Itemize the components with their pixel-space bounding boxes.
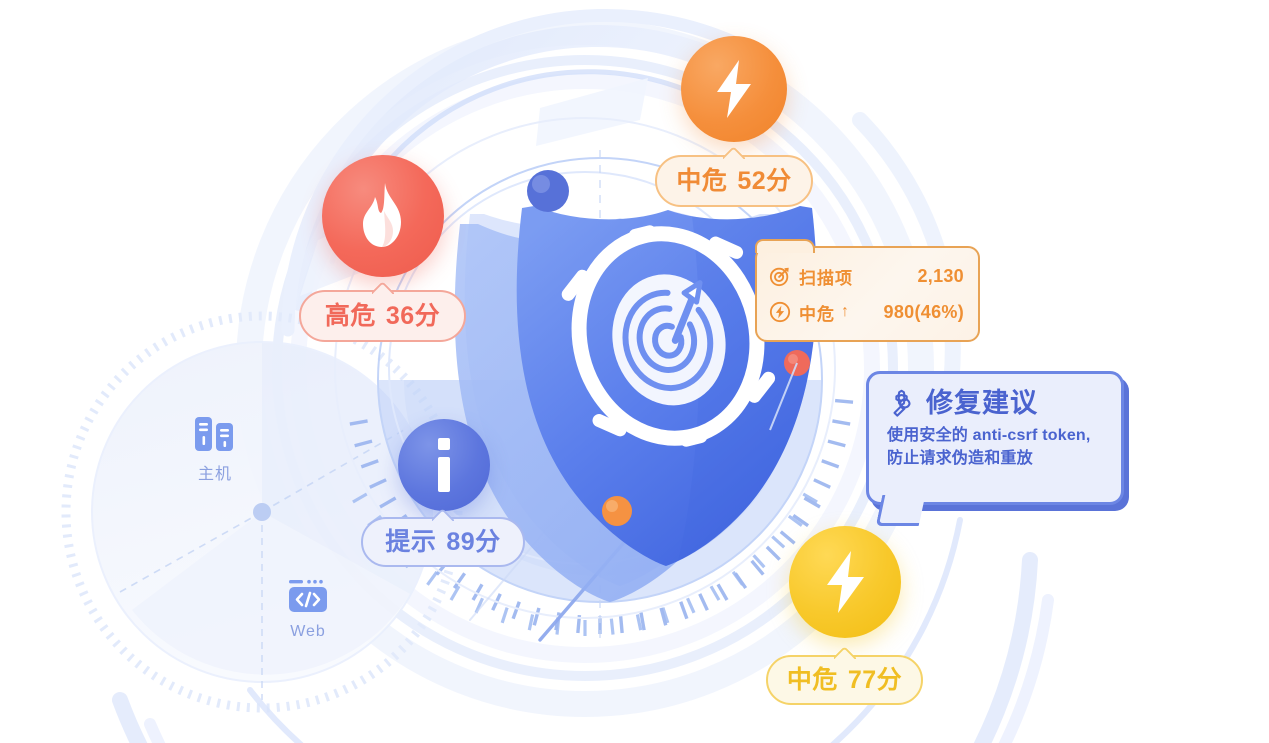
risk-label-info[interactable]: 提示 89分 [361, 517, 525, 567]
repair-suggestion-header: 修复建议 [887, 388, 1105, 418]
code-window-icon [289, 579, 327, 612]
risk-label-mid-bottom[interactable]: 中危 77分 [766, 655, 923, 705]
stat-value-medium-risk: 980(46%) [883, 301, 964, 322]
repair-suggestion-body: 使用安全的 anti-csrf token, 防止请求伪造和重放 [887, 424, 1105, 470]
risk-label-high-score: 36分 [385, 301, 441, 330]
callout-tail [875, 495, 926, 526]
risk-badge-high-flame[interactable] [322, 155, 444, 277]
risk-label-mid-top[interactable]: 中危 52分 [655, 155, 813, 207]
repair-suggestion-line-1: 使用安全的 anti-csrf token, [887, 427, 1091, 444]
accent-dot-blue [527, 170, 569, 212]
asset-category-host-label: 主机 [197, 466, 232, 483]
server-rack-icon [195, 417, 233, 451]
stat-row-medium-risk: 中危 ↑ 980(46%) [769, 296, 964, 328]
asset-category-web-label: Web [290, 623, 326, 640]
repair-suggestion-line-2: 防止请求伪造和重放 [887, 450, 1033, 468]
pill-notch [432, 509, 454, 521]
pill-notch [372, 282, 394, 294]
scan-stats-panel[interactable]: 扫描项 2,130 中危 ↑ 980(46%) [755, 239, 980, 342]
pill-notch [723, 147, 745, 159]
risk-badge-info[interactable] [398, 419, 490, 511]
stat-trend-arrow-up: ↑ [841, 303, 849, 320]
risk-label-info-level: 提示 [385, 527, 437, 556]
stat-label-medium-risk: 中危 [799, 304, 835, 324]
risk-label-mid-bottom-level: 中危 [786, 665, 838, 694]
risk-label-mid-top-score: 52分 [737, 166, 792, 195]
risk-label-high[interactable]: 高危 36分 [299, 290, 466, 342]
info-icon [438, 438, 450, 492]
risk-badge-mid-top-bolt[interactable] [681, 36, 787, 142]
repair-suggestion-callout[interactable]: 修复建议 使用安全的 anti-csrf token, 防止请求伪造和重放 [866, 371, 1124, 526]
asset-category-web[interactable]: Web [287, 578, 329, 641]
asset-category-host[interactable]: 主机 [193, 415, 237, 484]
risk-label-mid-bottom-score: 77分 [847, 665, 903, 694]
flame-icon [363, 183, 401, 247]
pill-notch [834, 647, 856, 659]
risk-label-info-score: 89分 [446, 527, 501, 556]
lightning-bolt-icon [827, 551, 864, 613]
stat-label-scan-items: 扫描项 [799, 268, 853, 288]
risk-badge-mid-bottom-bolt[interactable] [789, 526, 901, 638]
risk-label-high-level: 高危 [324, 301, 376, 330]
stat-row-scan-items: 扫描项 2,130 [769, 260, 964, 292]
lightning-bolt-icon [717, 60, 751, 118]
stat-value-scan-items: 2,130 [917, 265, 964, 286]
accent-dot-orange [602, 496, 632, 526]
crosshair-target-dart-icon [561, 225, 776, 447]
wrench-gear-icon [893, 389, 911, 417]
repair-suggestion-title: 修复建议 [926, 387, 1038, 418]
risk-label-mid-top-level: 中危 [676, 166, 728, 195]
scan-target-icon [769, 267, 789, 287]
lightning-circle-icon [769, 301, 791, 323]
panel-tab-notch [755, 239, 815, 253]
